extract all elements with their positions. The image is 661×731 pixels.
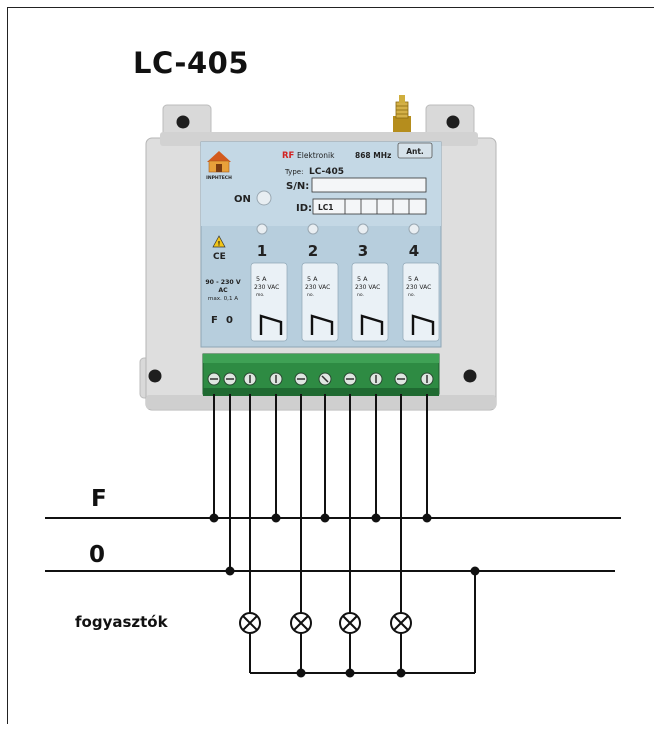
- junction-dots: [209, 513, 480, 678]
- channel-mode: no.: [307, 293, 314, 298]
- svg-text:!: !: [218, 241, 221, 248]
- junction-dot: [345, 668, 355, 678]
- id-label: ID:: [296, 203, 312, 214]
- junction-dot: [209, 513, 219, 523]
- on-led: [256, 190, 272, 206]
- house-logo-icon: [207, 151, 231, 173]
- frame-border: [7, 7, 654, 724]
- relay-switch-icon: [360, 314, 384, 335]
- antenna: [393, 95, 411, 134]
- channel-number: 2: [308, 242, 318, 260]
- channel-4: 4 5 A 230 VAC no.: [402, 223, 440, 342]
- terminal-screw: [243, 372, 257, 386]
- relay-switch-icon: [259, 314, 283, 335]
- type-value: LC-405: [309, 167, 344, 177]
- channel-number: 3: [358, 242, 368, 260]
- channel-voltage: 230 VAC: [355, 284, 380, 291]
- screw-hole: [463, 369, 477, 383]
- power-rating-line3: max. 0,1 A: [208, 296, 238, 302]
- junction-dot: [225, 566, 235, 576]
- housing-bottom-rail: [146, 395, 496, 409]
- junction-dot: [296, 668, 306, 678]
- channel-3: 3 5 A 230 VAC no.: [351, 223, 389, 342]
- channel-1: 1 5 A 230 VAC mo.: [250, 223, 288, 342]
- terminal-screw: [207, 372, 221, 386]
- brand-prefix: RF: [282, 151, 295, 161]
- frequency-label: 868 MHz: [355, 151, 391, 160]
- junction-dot: [320, 513, 330, 523]
- channel-led: [307, 223, 319, 235]
- channel-current: 5 A: [307, 275, 318, 283]
- channel-mode: no.: [357, 293, 364, 298]
- id-value: LC1: [318, 203, 334, 212]
- channel-mode: mo.: [256, 293, 265, 298]
- junction-dot: [422, 513, 432, 523]
- diagram-title: LC-405: [133, 46, 249, 80]
- on-label: ON: [234, 194, 251, 205]
- phase-label: F: [91, 486, 107, 512]
- junction-dot: [371, 513, 381, 523]
- wiring-diagram: [45, 394, 621, 674]
- logo-text: INPHTECH: [206, 175, 232, 181]
- channel-led: [408, 223, 420, 235]
- terminal-screw: [343, 372, 357, 386]
- terminal-screw: [269, 372, 283, 386]
- brand-name: Elektronik: [297, 151, 335, 160]
- screw-hole: [176, 115, 190, 129]
- terminal-block: [202, 353, 440, 396]
- channel-voltage: 230 VAC: [305, 284, 330, 291]
- screw-hole: [148, 369, 162, 383]
- id-field: [312, 198, 427, 215]
- sn-label: S/N:: [286, 181, 309, 192]
- terminal-label-f: F: [211, 315, 218, 326]
- channel-voltage: 230 VAC: [254, 284, 279, 291]
- junction-dot: [396, 668, 406, 678]
- terminal-screw: [420, 372, 434, 386]
- antenna-label: Ant.: [406, 147, 424, 156]
- terminal-label-0: 0: [226, 315, 233, 326]
- power-rating-line1: 90 - 230 V: [205, 279, 241, 286]
- relay-module: INPHTECH RF Elektronik 868 MHz Ant. Type…: [139, 95, 497, 411]
- antenna-port-box: [397, 142, 433, 159]
- terminal-screw: [394, 372, 408, 386]
- junction-dot: [470, 566, 480, 576]
- neutral-label: 0: [89, 542, 105, 568]
- channel-current: 5 A: [357, 275, 368, 283]
- terminal-screw: [223, 372, 237, 386]
- relay-switch-icon: [411, 314, 435, 335]
- channel-voltage: 230 VAC: [406, 284, 431, 291]
- terminal-screw: [294, 372, 308, 386]
- channel-led: [357, 223, 369, 235]
- channel-number: 4: [409, 242, 419, 260]
- warning-icon: [212, 235, 226, 248]
- channel-number: 1: [257, 242, 267, 260]
- lamp-icon: [339, 612, 361, 634]
- terminal-screw: [318, 372, 332, 386]
- lamp-icon: [390, 612, 412, 634]
- power-rating-line2: AC: [218, 287, 228, 294]
- relay-switch-icon: [310, 314, 334, 335]
- sn-field: [311, 177, 427, 193]
- ce-mark: CE: [213, 252, 226, 262]
- lamp-icon: [290, 612, 312, 634]
- junction-dot: [271, 513, 281, 523]
- screw-hole: [446, 115, 460, 129]
- channel-current: 5 A: [256, 275, 267, 283]
- type-label: Type:: [284, 168, 303, 176]
- terminal-screw: [369, 372, 383, 386]
- loads-label: fogyasztók: [75, 613, 169, 631]
- channel-mode: no.: [408, 293, 415, 298]
- lamp-icon: [239, 612, 261, 634]
- channel-current: 5 A: [408, 275, 419, 283]
- channel-led: [256, 223, 268, 235]
- channel-2: 2 5 A 230 VAC no.: [301, 223, 339, 342]
